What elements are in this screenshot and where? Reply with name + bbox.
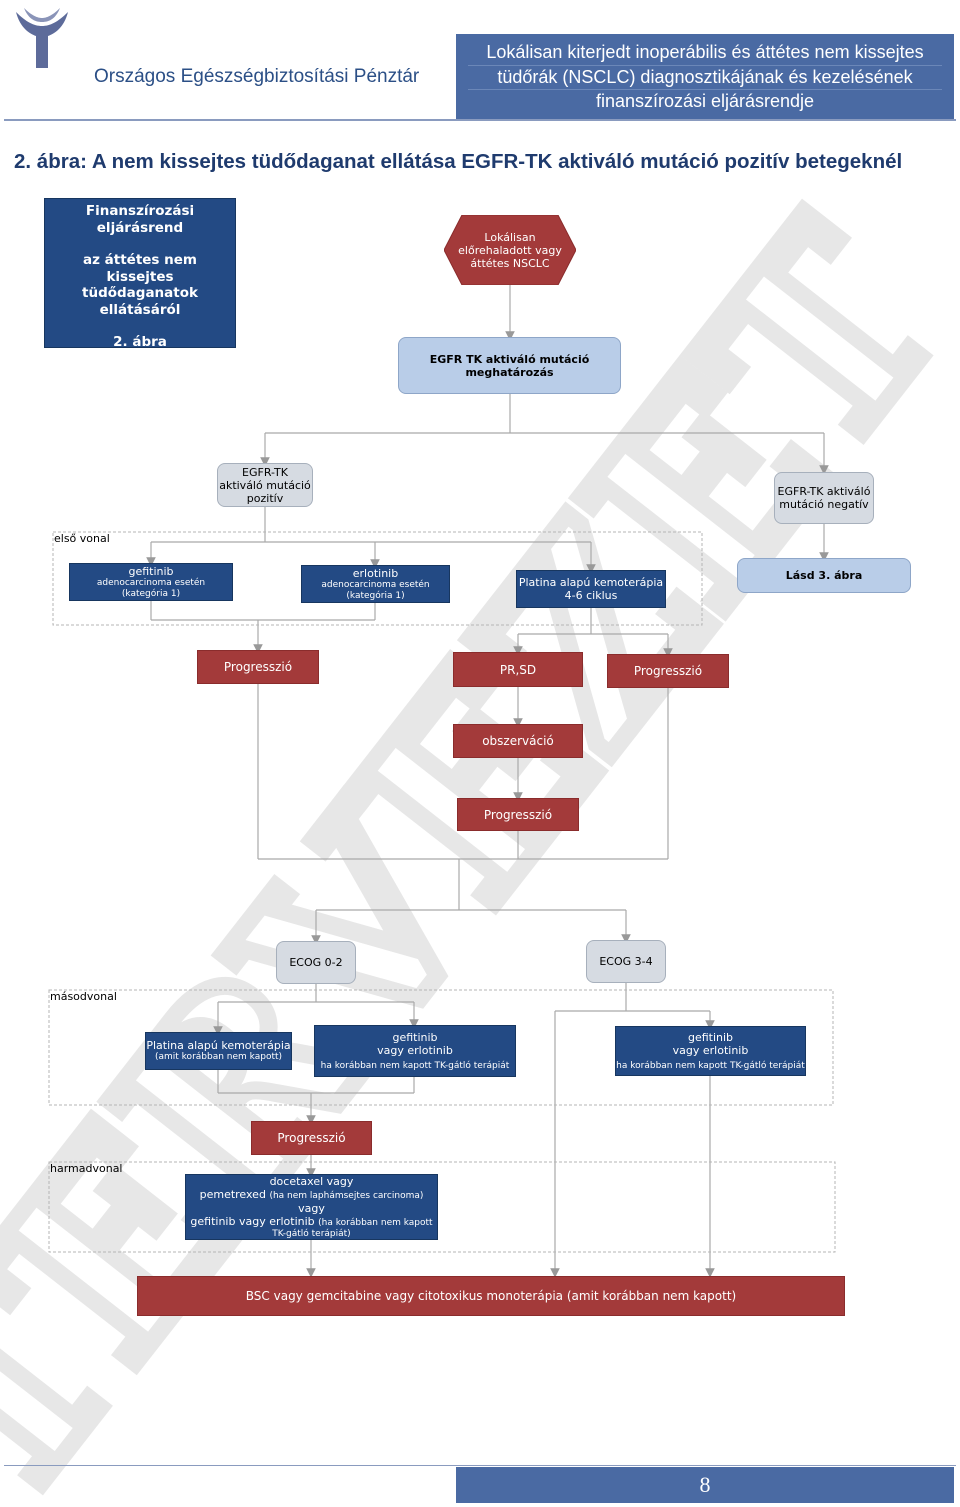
- sidebar-line-1: Finanszírozási: [85, 203, 195, 219]
- gef-erl2-sub: ha korábban nem kapott TK-gátló terápiát: [320, 1060, 510, 1071]
- third-line-1: docetaxel vagy: [269, 1174, 354, 1188]
- platina2-title: Platina alapú kemoterápia: [146, 1039, 291, 1052]
- bsc-node: BSC vagy gemcitabine vagy citotoxikus mo…: [137, 1276, 845, 1316]
- observation-node: obszerváció: [453, 724, 583, 758]
- gefitinib1-sub2: (kategória 1): [121, 588, 181, 599]
- footer-rule: [4, 1465, 956, 1466]
- progression-node-4: Progresszió: [251, 1121, 372, 1155]
- sidebar-info-box: Finanszírozási eljárásrend az áttétes ne…: [44, 198, 236, 350]
- progression-node-2: Progresszió: [607, 654, 729, 688]
- start-line-2: előrehaladott vagy: [458, 243, 562, 257]
- egfr-test-node: EGFR TK aktiváló mutáció meghatározás: [398, 337, 621, 394]
- gef-erl2-line-2: vagy erlotinib: [377, 1043, 453, 1057]
- third-line-label: harmadvonal: [50, 1162, 123, 1175]
- start-line-3: áttétes NSCLC: [470, 256, 550, 270]
- ecog-3-4-node: ECOG 3-4: [586, 940, 666, 983]
- first-line-label: első vonal: [54, 532, 110, 545]
- third-line-2: pemetrexed (ha nem laphámsejtes carcinom…: [186, 1188, 437, 1215]
- erlotinib1-sub1: adenocarcinoma esetén: [321, 579, 430, 590]
- sidebar-line-7: 2. ábra: [113, 334, 167, 350]
- negative-line-2: mutáció negatív: [779, 498, 869, 511]
- document-title: Lokálisan kiterjedt inoperábilis és átté…: [456, 34, 954, 120]
- gefitinib1-title: gefitinib: [128, 564, 174, 578]
- platina1-line-1: Platina alapú kemoterápia: [518, 576, 664, 589]
- footer-page-bar: 8: [456, 1467, 954, 1503]
- egfr-positive-node: EGFR-TK aktiváló mutáció pozitív: [217, 463, 313, 507]
- logo: [12, 4, 72, 74]
- gef-erl3-sub: ha korábban nem kapott TK-gátló terápiát: [616, 1060, 805, 1071]
- gefitinib-first-line-node: gefitinib adenocarcinoma esetén (kategór…: [69, 563, 233, 601]
- third-line-2b: (ha nem laphámsejtes carcinoma): [269, 1190, 424, 1201]
- prog1-text: Progresszió: [223, 660, 293, 674]
- figure-title: 2. ábra: A nem kissejtes tüdődaganat ell…: [14, 150, 903, 173]
- erlotinib1-title: erlotinib: [352, 566, 399, 580]
- progression-node-3: Progresszió: [457, 798, 579, 831]
- first-line-frame: [52, 531, 703, 626]
- sidebar-line-6: ellátásáról: [99, 301, 181, 318]
- ecog02-text: ECOG 0-2: [289, 956, 343, 969]
- ecog34-text: ECOG 3-4: [599, 955, 653, 968]
- platina2-sub: (amit korábban nem kapott): [154, 1052, 283, 1062]
- doc-title-line-2: tüdőrák (NSCLC) diagnosztikájának és kez…: [468, 66, 942, 90]
- prsd-text: PR,SD: [499, 662, 537, 677]
- erlotinib1-sub2: (kategória 1): [346, 590, 405, 601]
- lasd-text: Lásd 3. ábra: [785, 569, 863, 582]
- egfr-negative-node: EGFR-TK aktiváló mutáció negatív: [774, 472, 874, 524]
- see-figure-3-node: Lásd 3. ábra: [737, 558, 911, 593]
- third-line-frame: [48, 1161, 836, 1253]
- positive-line-2: aktiváló mutáció: [219, 478, 311, 492]
- erlotinib-first-line-node: erlotinib adenocarcinoma esetén (kategór…: [301, 565, 450, 603]
- start-node-shape: [444, 215, 576, 285]
- positive-line-1: EGFR-TK: [242, 465, 288, 479]
- third-line-2c: vagy: [298, 1201, 325, 1215]
- start-node: Lokálisan előrehaladott vagy áttétes NSC…: [444, 215, 576, 285]
- third-line-3: gefitinib vagy erlotinib (ha korábban ne…: [190, 1215, 432, 1229]
- page-number: 8: [699, 1472, 711, 1497]
- third-line-3b: (ha korábban nem kapott: [318, 1217, 433, 1228]
- third-line-therapy-node: docetaxel vagy pemetrexed (ha nem laphám…: [185, 1174, 438, 1240]
- prog2-text: Progresszió: [633, 664, 703, 678]
- progression-node-1: Progresszió: [197, 650, 319, 684]
- gef-erl3-line-1: gefitinib: [687, 1030, 734, 1044]
- gefitinib1-sub1: adenocarcinoma esetén: [96, 577, 206, 588]
- sidebar-line-5: tüdődaganatok: [82, 285, 198, 301]
- egfr-test-line-2: meghatározás: [465, 365, 554, 379]
- second-line-frame: [48, 989, 834, 1106]
- doc-title-line-3: finanszírozási eljárásrendje: [595, 91, 815, 111]
- bsc-text: BSC vagy gemcitabine vagy citotoxikus mo…: [245, 1289, 737, 1303]
- gef-erl-second-line-node: gefitinib vagy erlotinib ha korábban nem…: [314, 1025, 516, 1077]
- start-line-1: Lokálisan: [484, 230, 536, 244]
- prog3-text: Progresszió: [483, 807, 553, 822]
- platina-first-line-node: Platina alapú kemoterápia 4-6 ciklus: [516, 570, 666, 608]
- second-line-label: másodvonal: [50, 990, 117, 1003]
- doc-title-line-1: Lokálisan kiterjedt inoperábilis és átté…: [468, 41, 942, 66]
- egfr-test-line-1: EGFR TK aktiváló mutáció: [429, 352, 590, 366]
- third-line-4: TK-gátló terápiát): [272, 1228, 351, 1239]
- platina-second-line-node: Platina alapú kemoterápia (amit korábban…: [145, 1032, 292, 1070]
- sidebar-line-3: az áttétes nem: [82, 252, 198, 268]
- sidebar-line-4: kissejtes: [106, 268, 174, 285]
- platina1-line-2: 4-6 ciklus: [564, 589, 618, 602]
- gef-erl-ecog34-node: gefitinib vagy erlotinib ha korábban nem…: [615, 1026, 806, 1076]
- negative-line-1: EGFR-TK aktiváló: [777, 485, 871, 498]
- gef-erl2-line-1: gefitinib: [392, 1030, 438, 1044]
- third-line-3a: gefitinib vagy erlotinib: [190, 1214, 315, 1228]
- obs-text: obszerváció: [482, 734, 554, 748]
- third-line-2a: pemetrexed: [199, 1187, 266, 1201]
- logo-icon: [16, 8, 68, 68]
- pr-sd-node: PR,SD: [453, 652, 583, 687]
- positive-line-3: pozitív: [246, 491, 284, 505]
- ecog-0-2-node: ECOG 0-2: [276, 941, 356, 984]
- header-rule: [4, 119, 956, 121]
- prog4-text: Progresszió: [277, 1131, 346, 1145]
- org-name: Országos Egészségbiztosítási Pénztár: [94, 66, 420, 87]
- gef-erl3-line-2: vagy erlotinib: [672, 1043, 749, 1057]
- sidebar-line-2: eljárásrend: [96, 219, 184, 236]
